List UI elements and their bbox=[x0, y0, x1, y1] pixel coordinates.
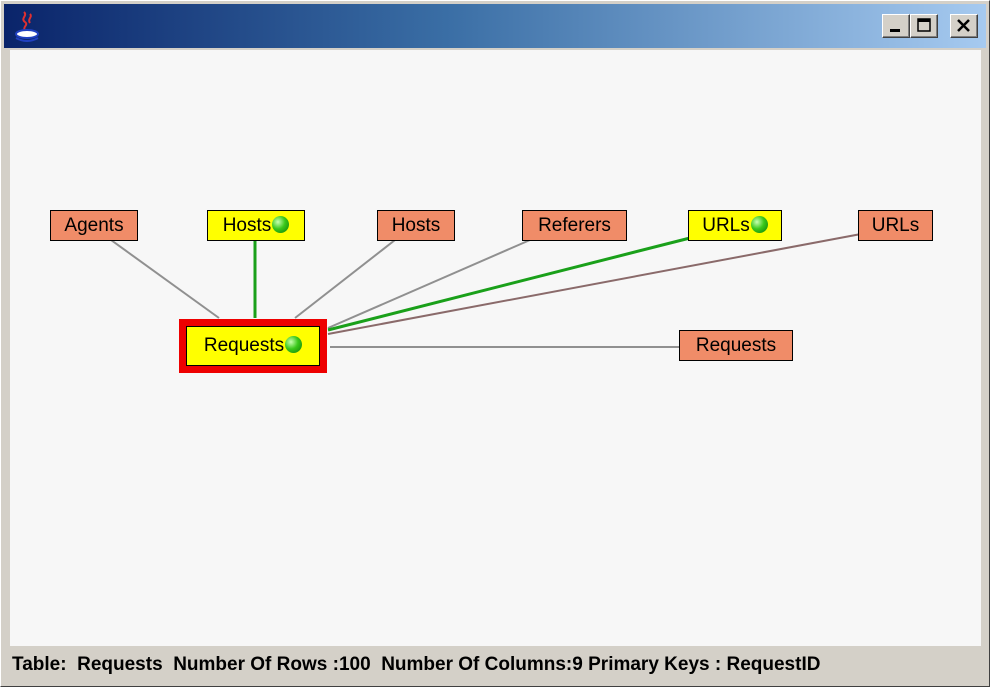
status-keys-label: Primary Keys : bbox=[588, 654, 722, 675]
schema-graph-canvas[interactable]: Agents Hosts Hosts Referers URLs URLs Re… bbox=[10, 50, 981, 646]
minimize-button[interactable] bbox=[882, 14, 910, 38]
status-keys-value: RequestID bbox=[726, 654, 821, 675]
table-node-label: URLs bbox=[871, 215, 920, 236]
relationship-links bbox=[110, 233, 862, 348]
table-node-requests[interactable]: Requests bbox=[679, 330, 793, 361]
green-dot-icon bbox=[750, 216, 768, 233]
table-node-urls[interactable]: URLs bbox=[858, 210, 933, 241]
table-node-label: Referers bbox=[538, 215, 611, 236]
link-urls-active bbox=[327, 236, 691, 332]
maximize-button[interactable] bbox=[910, 14, 938, 38]
status-bar: Table: Requests Number Of Rows :100 Numb… bbox=[10, 649, 983, 681]
link-urls bbox=[327, 233, 862, 335]
table-node-label: Requests bbox=[695, 335, 777, 356]
title-bar[interactable] bbox=[4, 4, 986, 48]
table-node-label: Agents bbox=[64, 215, 124, 236]
minimize-icon bbox=[890, 29, 900, 32]
table-node-label: URLs bbox=[702, 215, 750, 236]
table-node-agents[interactable]: Agents bbox=[50, 210, 138, 241]
table-node-hosts-active[interactable]: Hosts bbox=[207, 210, 305, 241]
status-columns-label: Number Of Columns: bbox=[381, 654, 573, 675]
status-table-name: Requests bbox=[77, 654, 163, 675]
table-node-label: Hosts bbox=[222, 215, 272, 236]
close-button[interactable] bbox=[950, 14, 978, 38]
link-hosts bbox=[294, 239, 396, 319]
status-columns-value: 9 bbox=[572, 654, 583, 675]
close-icon bbox=[957, 19, 970, 32]
table-node-label: Hosts bbox=[391, 215, 441, 236]
table-node-requests-selected[interactable]: Requests bbox=[186, 326, 320, 366]
java-app-icon bbox=[15, 11, 39, 42]
status-rows-value: 100 bbox=[338, 654, 371, 675]
status-rows-label: Number Of Rows : bbox=[173, 654, 339, 675]
selected-table-label: Requests bbox=[203, 335, 285, 356]
table-node-urls-active[interactable]: URLs bbox=[688, 210, 782, 241]
link-agents bbox=[110, 239, 220, 319]
maximize-icon bbox=[917, 18, 931, 32]
status-table-label: Table: bbox=[12, 654, 67, 675]
link-referers bbox=[327, 239, 531, 329]
green-dot-icon bbox=[285, 336, 303, 353]
table-node-hosts[interactable]: Hosts bbox=[377, 210, 455, 241]
table-node-referers[interactable]: Referers bbox=[522, 210, 627, 241]
green-dot-icon bbox=[272, 216, 290, 233]
